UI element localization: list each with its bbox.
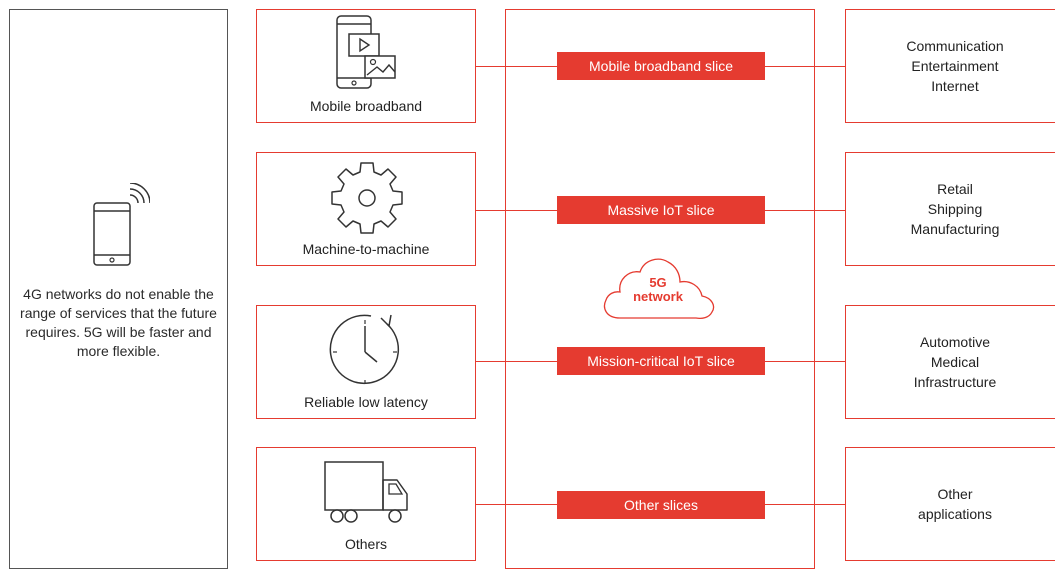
usecase-reliable-low-latency: Reliable low latency <box>256 305 476 419</box>
usecase-label: Machine-to-machine <box>302 241 430 257</box>
5g-label-line1: 5G <box>649 275 667 290</box>
usecase-label: Reliable low latency <box>304 394 428 410</box>
slice-mission-critical-iot: Mission-critical IoT slice <box>557 347 765 375</box>
slice-massive-iot: Massive IoT slice <box>557 196 765 224</box>
smartphone-media-icon <box>336 15 396 89</box>
connector-line <box>476 361 557 362</box>
applications-list: Automotive Medical Infrastructure <box>913 334 997 390</box>
connector-line <box>765 210 845 211</box>
truck-icon <box>324 461 408 523</box>
applications-other: Other applications <box>845 447 1055 561</box>
usecase-others: Others <box>256 447 476 561</box>
5g-network-label: 5G network <box>598 276 718 304</box>
connector-line <box>765 361 845 362</box>
usecase-label: Mobile broadband <box>309 98 423 114</box>
usecase-label: Others <box>344 536 387 552</box>
applications-list: Communication Entertainment Internet <box>906 38 1004 94</box>
applications-automotive: Automotive Medical Infrastructure <box>845 305 1055 419</box>
applications-list: Other applications <box>918 486 992 522</box>
applications-retail: Retail Shipping Manufacturing <box>845 152 1055 266</box>
connector-line <box>476 66 557 67</box>
applications-list: Retail Shipping Manufacturing <box>910 181 1000 237</box>
smartphone-signal-icon <box>93 183 150 266</box>
slice-mobile-broadband: Mobile broadband slice <box>557 52 765 80</box>
5g-label-line2: network <box>633 289 683 304</box>
left-panel-description: 4G networks do not enable the range of s… <box>20 286 217 359</box>
connector-line <box>765 66 845 67</box>
gear-icon <box>331 162 403 234</box>
usecase-machine-to-machine: Machine-to-machine <box>256 152 476 266</box>
usecase-mobile-broadband: Mobile broadband <box>256 9 476 123</box>
applications-communication: Communication Entertainment Internet <box>845 9 1055 123</box>
cloud-icon <box>603 258 715 319</box>
connector-line <box>476 210 557 211</box>
slice-other: Other slices <box>557 491 765 519</box>
clock-icon <box>329 314 400 385</box>
connector-line <box>765 504 845 505</box>
connector-line <box>476 504 557 505</box>
